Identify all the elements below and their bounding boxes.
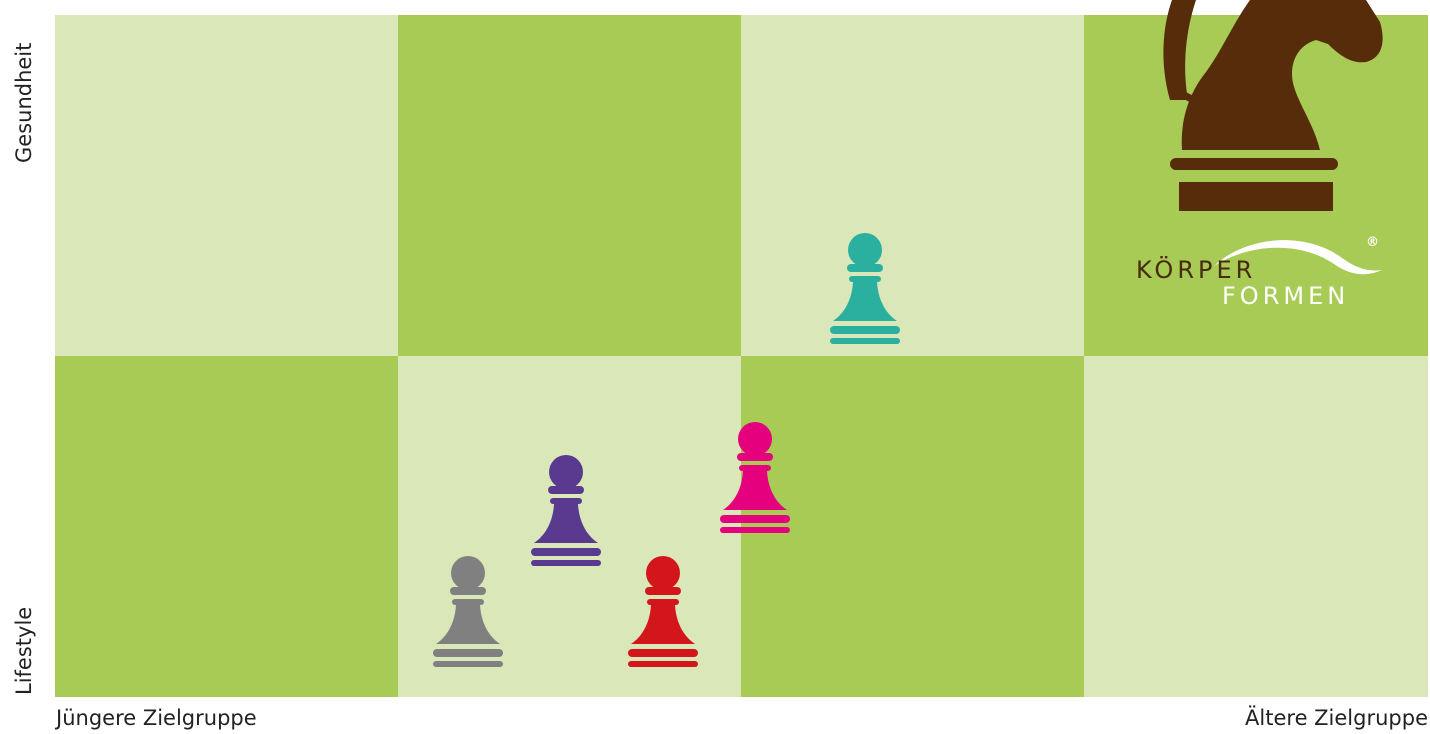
knight-piece-icon [1130,0,1390,215]
logo-line-2: FORMEN [1222,284,1349,308]
logo-line-1: KÖRPER [1136,258,1256,282]
koerperformen-logo: KÖRPER FORMEN ® [1130,230,1390,310]
square-top-1 [55,15,398,356]
y-axis-top-label: Gesundheit [14,43,35,163]
teal-pawn-icon [829,233,901,348]
gray-pawn-icon [432,556,504,671]
logo-registered-mark: ® [1366,236,1379,249]
square-top-3 [741,15,1084,356]
square-top-2 [398,15,741,356]
x-axis-right-label: Ältere Zielgruppe [1245,708,1428,729]
square-bottom-1 [55,356,398,697]
x-axis-left-label: Jüngere Zielgruppe [56,708,257,729]
square-bottom-3 [741,356,1084,697]
purple-pawn-icon [530,455,602,570]
magenta-pawn-icon [719,422,791,537]
square-bottom-4 [1084,356,1428,697]
red-pawn-icon [627,556,699,671]
y-axis-bottom-label: Lifestyle [14,607,35,695]
